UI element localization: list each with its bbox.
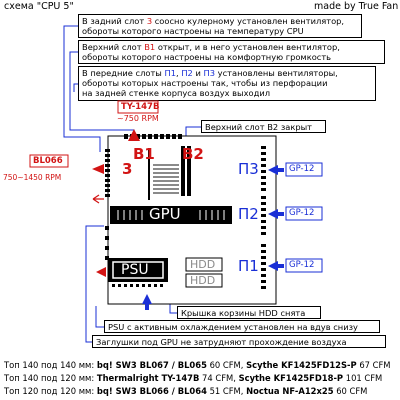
note-b2-closed: Верхний слот B2 закрыт xyxy=(201,120,326,133)
note-top-fan: Верхний слот B1 открыт, и в него установ… xyxy=(78,40,385,64)
top-fan-rpm-label: ~750 RPM xyxy=(117,114,159,123)
psu-exhaust-arrow-icon xyxy=(96,267,106,277)
fan-table-row-3: Топ 120 под 120 мм: bq! SW3 BL066 / BL06… xyxy=(4,386,368,396)
cpu-cooler-fins xyxy=(153,164,179,194)
psu-intake-arrow-icon xyxy=(142,294,152,304)
rear-fan-model-label: BL066 xyxy=(33,156,63,166)
top-exhaust-arrow-icon xyxy=(128,129,140,141)
gpu-label: GPU xyxy=(147,205,183,223)
fan-table-row-2: Топ 140 под 120 мм: Thermalright TY-147B… xyxy=(4,373,383,383)
front-fan-strip-p3 xyxy=(261,146,266,191)
note-psu: PSU с активным охлаждением установлен на… xyxy=(104,320,380,333)
slot-rear-label: 3 xyxy=(122,160,133,178)
rear-fan-strip xyxy=(105,149,110,197)
front-intake-arrow-p2-icon xyxy=(268,209,278,219)
slot-b1-label: B1 xyxy=(133,145,155,163)
front-intake-arrow-p1-icon xyxy=(268,261,278,271)
front-fan-p3-model: GP-12 xyxy=(289,164,315,174)
front-fan-strip-p2 xyxy=(261,196,266,235)
slot-p2-label: П2 xyxy=(238,205,259,223)
front-fan-p1-model: GP-12 xyxy=(289,260,315,270)
slot-b2-label: B2 xyxy=(182,145,204,163)
hdd-label-1: HDD xyxy=(190,258,216,271)
rear-fan-rpm-label: 750~1450 RPM xyxy=(3,173,62,182)
top-fan-model-label: TY-147B xyxy=(121,102,160,112)
expansion-slot-plugs xyxy=(105,226,109,260)
rear-exhaust-arrow-icon xyxy=(92,164,104,174)
slot-p1-label: П1 xyxy=(238,257,259,275)
psu-grille xyxy=(113,284,133,288)
diagram-title: схема "CPU 5" xyxy=(4,1,74,12)
front-intake-arrow-p3-icon xyxy=(268,165,278,175)
psu-bottom-dots xyxy=(112,284,163,287)
note-gpu-plugs: Заглушки под GPU не затрудняют прохожден… xyxy=(92,335,386,348)
front-fan-p2-model: GP-12 xyxy=(289,208,315,218)
note-front-fans: В передние слоты П1, П2 и П3 установлены… xyxy=(78,66,376,101)
psu-label: PSU xyxy=(121,262,149,278)
note-hdd-cover: Крышка корзины HDD снята xyxy=(177,306,321,319)
fan-table-row-1: Топ 140 под 140 мм: bq! SW3 BL067 / BL06… xyxy=(4,360,391,370)
author-credit: made by True Fan xyxy=(314,1,399,12)
front-fan-strip-p1 xyxy=(261,244,266,289)
top-fan-strip-b1 xyxy=(124,134,182,139)
rear-small-arrow-icon xyxy=(92,194,104,204)
note-rear-fan: В задний слот 3 соосно кулерному установ… xyxy=(78,14,362,38)
slot-p3-label: П3 xyxy=(238,160,259,178)
hdd-label-2: HDD xyxy=(190,274,216,287)
